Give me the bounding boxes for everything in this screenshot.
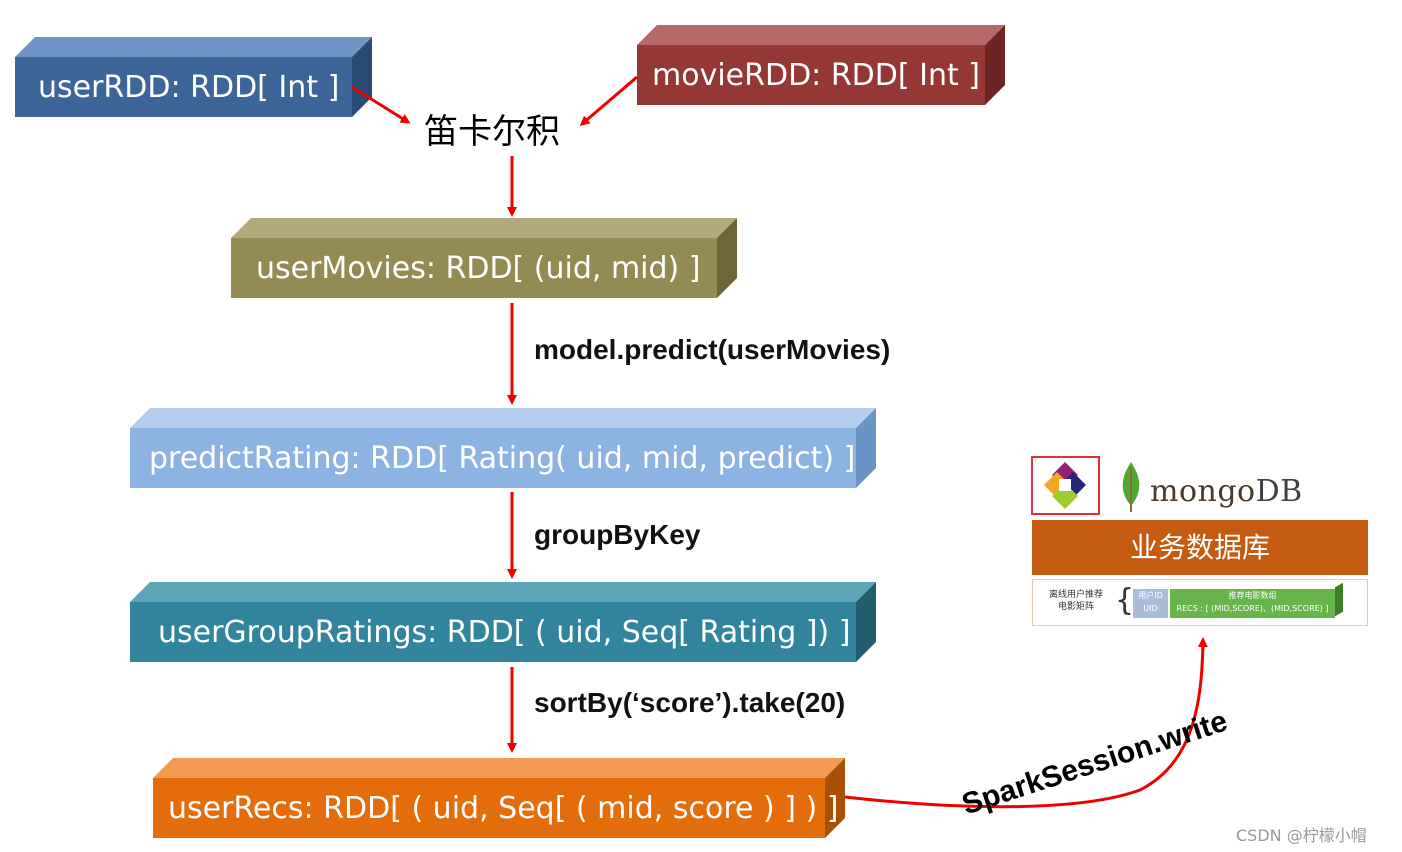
group-operation-label: groupByKey xyxy=(534,519,701,550)
schema-uid-column: 用户ID UID xyxy=(1133,589,1168,618)
user-recs-label: userRecs: RDD[ ( uid, Seq[ ( mid, score … xyxy=(168,791,839,826)
mongodb-leaf-icon xyxy=(1122,462,1140,512)
business-database-title: 业务数据库 xyxy=(1032,520,1368,575)
arrow-user-to-cartesian xyxy=(351,85,411,124)
user-rdd-box xyxy=(15,37,372,117)
movie-rdd-box xyxy=(637,25,1005,105)
user-recs-box xyxy=(153,758,845,838)
arrow-recs-to-mongodb xyxy=(844,637,1208,809)
predict-rating-box xyxy=(130,408,876,488)
brace-glyph: { xyxy=(1115,583,1135,618)
user-movies-box xyxy=(231,218,737,298)
arrow-movie-to-cartesian xyxy=(579,75,638,126)
centos-logo-icon xyxy=(1031,456,1100,515)
cartesian-product-label: 笛卡尔积 xyxy=(424,112,560,152)
schema-recs-side xyxy=(1335,582,1343,617)
schema-recs-column: 推荐电影数组 RECS : [ (MID,SCORE)、(MID,SCORE) … xyxy=(1170,589,1335,618)
sort-operation-label: sortBy(‘score’).take(20) xyxy=(534,687,846,718)
predict-operation-label: model.predict(userMovies) xyxy=(534,334,891,365)
watermark: CSDN @柠檬小帽 xyxy=(1236,826,1367,845)
user-movies-label: userMovies: RDD[ (uid, mid) ] xyxy=(256,251,701,286)
schema-description: 离线用户推荐 电影矩阵 xyxy=(1048,590,1103,612)
user-group-ratings-box xyxy=(130,582,876,662)
user-group-ratings-label: userGroupRatings: RDD[ ( uid, Seq[ Ratin… xyxy=(158,615,851,650)
user-rdd-label: userRDD: RDD[ Int ] xyxy=(38,70,340,105)
mongodb-wordmark: mongoDB xyxy=(1150,474,1303,509)
recs-schema-table: 离线用户推荐 电影矩阵 { 用户ID UID 推荐电影数组 RECS : [ (… xyxy=(1032,579,1368,626)
predict-rating-label: predictRating: RDD[ Rating( uid, mid, pr… xyxy=(149,441,856,476)
movie-rdd-label: movieRDD: RDD[ Int ] xyxy=(652,58,980,93)
